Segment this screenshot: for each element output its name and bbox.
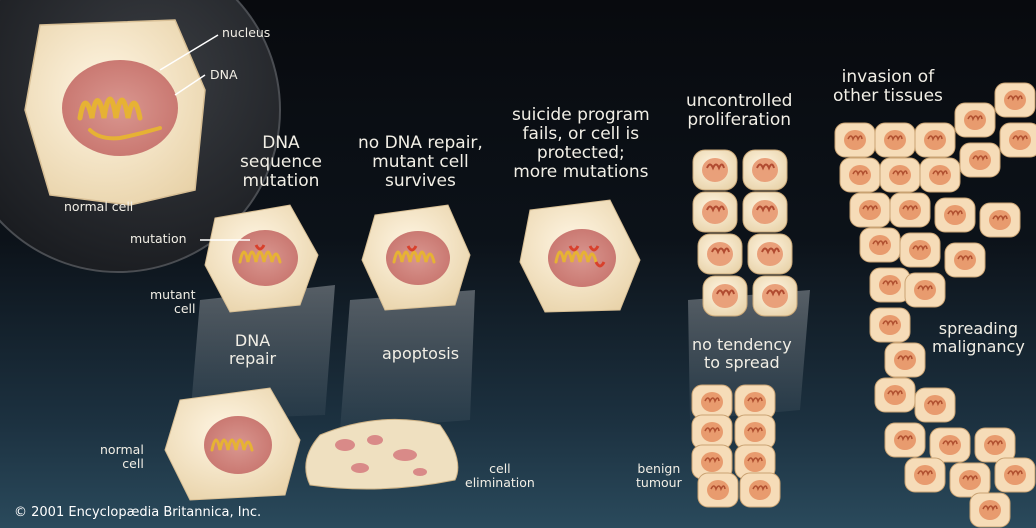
cell-elimination-label: cell elimination [465, 462, 535, 490]
dna-label: DNA [210, 68, 238, 82]
normal-cell-label: normal cell [64, 200, 133, 214]
proliferation-grid [693, 150, 797, 316]
surviving-cell [362, 205, 470, 310]
branch-no-tendency: no tendency to spread [692, 336, 792, 372]
nucleus-label: nucleus [222, 26, 270, 40]
mutant-cell [200, 205, 318, 312]
benign-tumour-label: benign tumour [636, 462, 682, 490]
multi-mutation-cell [520, 200, 640, 312]
normal-cell-bottom-label: normal cell [100, 443, 144, 471]
stage-invasion: invasion of other tissues [833, 68, 943, 106]
stage-suicide-program: suicide program fails, or cell is protec… [512, 106, 650, 182]
branch-apoptosis: apoptosis [382, 345, 459, 363]
repaired-normal-cell [165, 388, 300, 500]
mutation-label: mutation [130, 232, 187, 246]
invasion-cluster [835, 83, 1036, 527]
benign-tumour-cluster [692, 385, 780, 507]
mutant-cell-label: mutant cell [150, 288, 195, 316]
copyright-text: © 2001 Encyclopædia Britannica, Inc. [14, 505, 261, 520]
eliminated-cell [306, 419, 458, 489]
stage-dna-sequence-mutation: DNA sequence mutation [240, 134, 322, 191]
stage-uncontrolled-proliferation: uncontrolled proliferation [686, 92, 792, 130]
branch-dna-repair: DNA repair [229, 332, 276, 368]
stage-no-dna-repair: no DNA repair, mutant cell survives [358, 134, 483, 191]
branch-spreading: spreading malignancy [932, 320, 1025, 356]
